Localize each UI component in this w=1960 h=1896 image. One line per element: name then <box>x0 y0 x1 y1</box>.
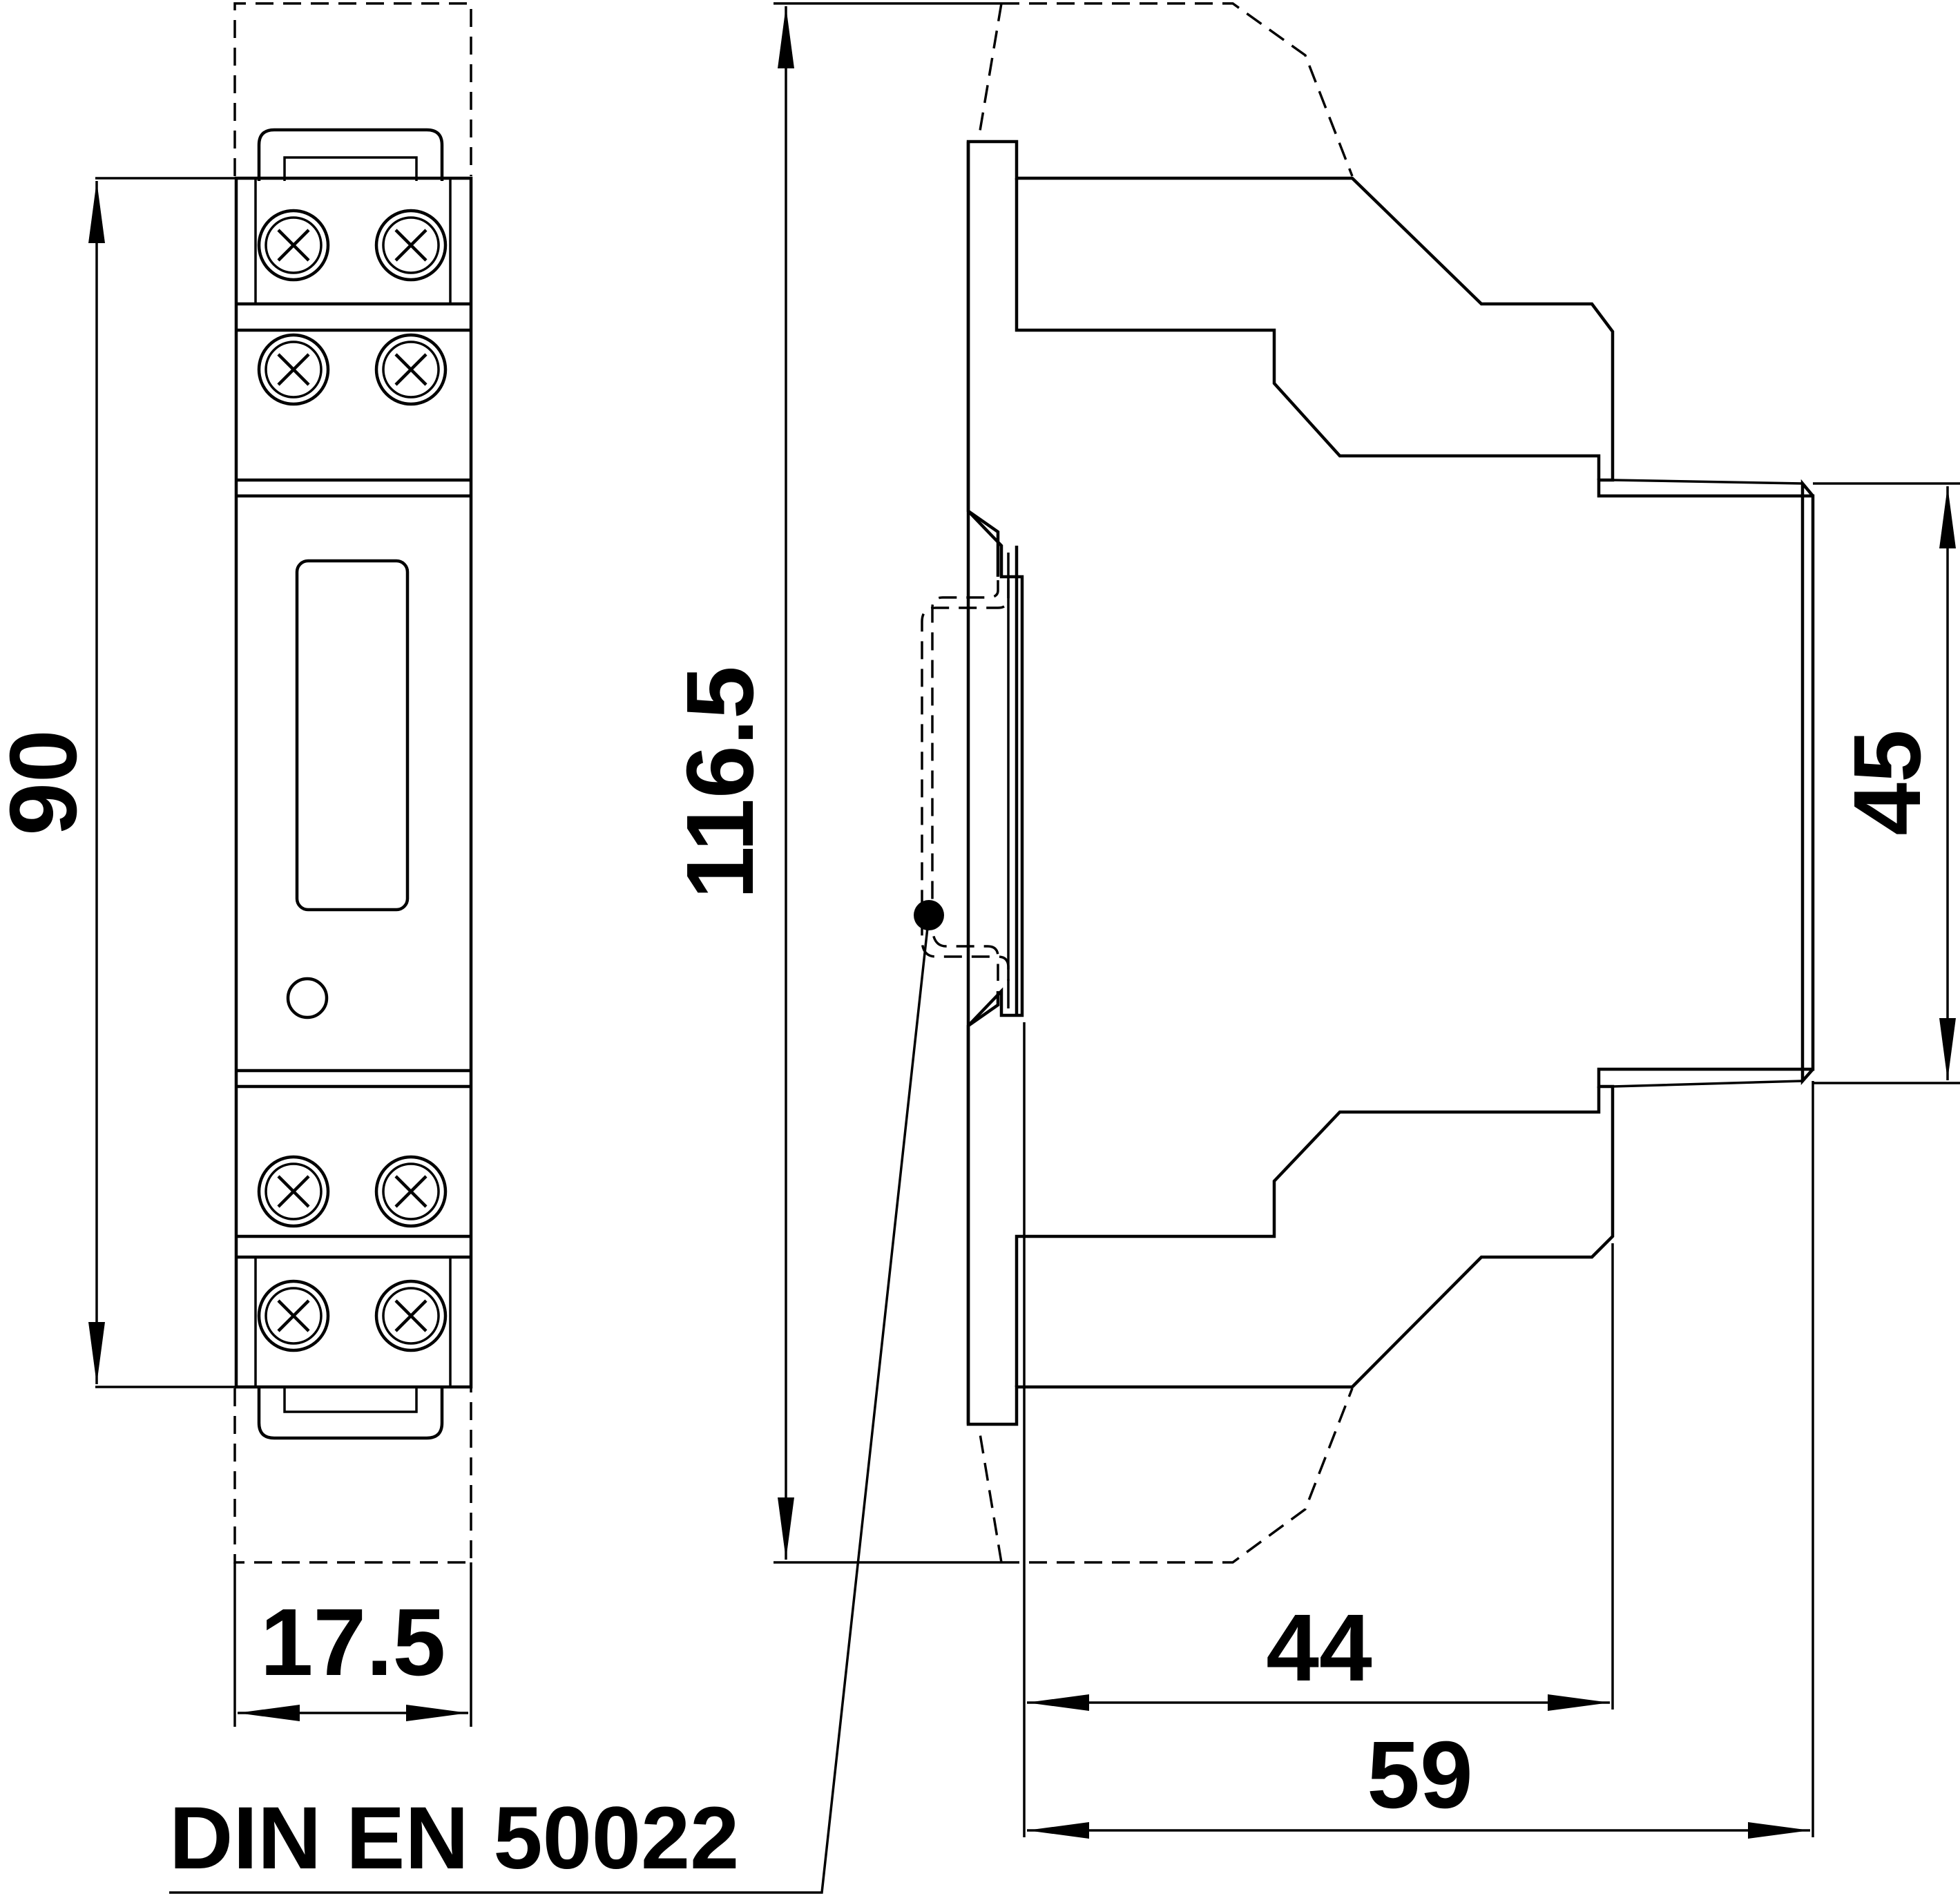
front-separators <box>236 302 471 1259</box>
screw-icon <box>257 209 330 282</box>
side-bottom-envelope <box>1001 1388 1354 1564</box>
dim-17-5-label: 17.5 <box>260 1589 446 1696</box>
terminal-screws <box>257 209 448 1352</box>
dim-59: 59 <box>1027 1081 1814 1839</box>
din-leader-line <box>169 915 930 1894</box>
side-rear-wall <box>966 142 1024 1424</box>
side-bottom-left-dash <box>978 1429 1003 1563</box>
side-front-face <box>1800 479 1814 1085</box>
dim-44-label: 44 <box>1266 1595 1372 1701</box>
din-rail-inner <box>931 580 999 981</box>
dim-116-5-label: 116.5 <box>667 666 774 899</box>
display-window <box>295 559 410 912</box>
dim-45-label: 45 <box>1834 729 1941 836</box>
side-front-face-edge <box>1612 479 1803 1088</box>
dim-59-label: 59 <box>1367 1722 1473 1828</box>
screw-icon <box>374 209 448 282</box>
din-standard-label: DIN EN 50022 <box>169 1789 739 1888</box>
dim-17-5-lines <box>233 1562 472 1727</box>
top-clip-inner <box>283 156 418 181</box>
dim-45: 45 <box>1813 482 1960 1084</box>
screw-icon <box>257 1279 330 1352</box>
screw-icon <box>374 333 448 406</box>
side-body-outline <box>966 140 1815 1426</box>
bottom-clip-inner <box>283 1387 418 1413</box>
dim-17-5-arrow-right <box>406 1705 468 1721</box>
front-bottom-envelope <box>233 1388 472 1564</box>
side-inner-step-bottom <box>1015 1086 1601 1387</box>
dim-90-label: 90 <box>0 729 97 836</box>
screw-icon <box>374 1155 448 1228</box>
dim-17-5-arrow-left <box>238 1705 300 1721</box>
din-rail <box>921 580 1010 981</box>
side-top-left-dash <box>978 3 1003 135</box>
side-top-envelope <box>1001 2 1354 177</box>
screw-icon <box>374 1279 448 1352</box>
front-view: 90 <box>0 2 473 1564</box>
top-clip <box>257 128 444 181</box>
side-view <box>169 2 1815 1894</box>
screw-icon <box>257 333 330 406</box>
front-body-inner-left <box>254 178 452 1387</box>
dim-44: 44 <box>1023 1022 1614 1837</box>
front-body <box>234 176 473 1389</box>
led-indicator-icon <box>286 977 329 1019</box>
bottom-clip <box>257 1387 444 1440</box>
dim-17-5-annotation: 17.5 <box>260 1589 446 1696</box>
dim-116-5: 116.5 <box>667 2 1001 1564</box>
dim-90: 90 <box>0 177 236 1388</box>
side-rail-slot <box>967 510 1019 1027</box>
side-inner-step-top <box>1015 178 1601 480</box>
front-top-envelope <box>233 2 472 176</box>
screw-icon <box>257 1155 330 1228</box>
